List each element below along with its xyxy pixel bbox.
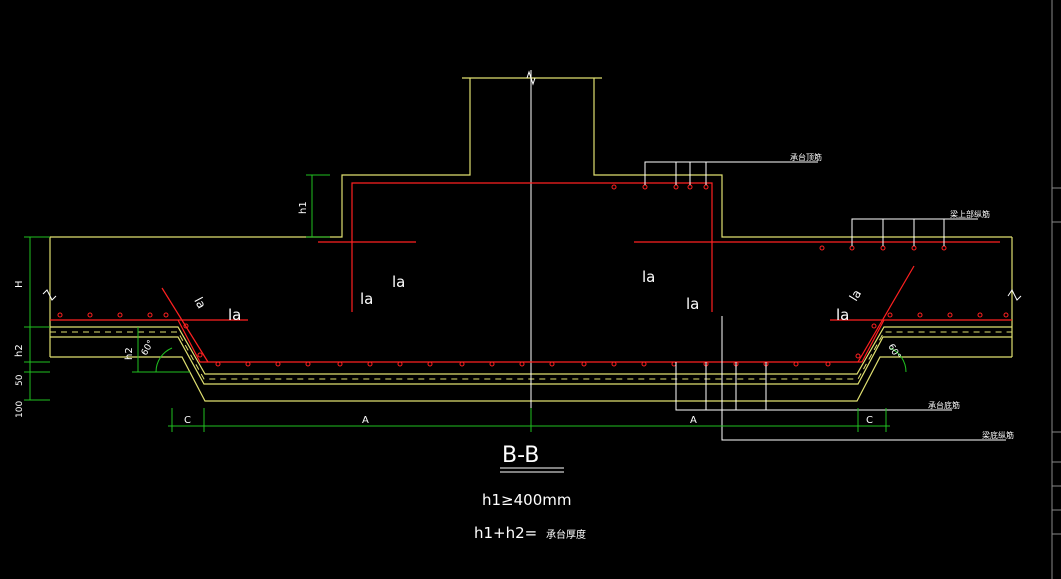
dim-h1: h1 (298, 201, 309, 214)
anchorage-label: la (392, 273, 405, 291)
dim-C-left: C (184, 415, 191, 426)
dim-h2-inner: h2 (124, 347, 135, 360)
anchorage-label: la (642, 268, 655, 286)
dim-100: 100 (15, 401, 25, 418)
note-h1: h1≥400mm (482, 491, 571, 509)
rebar-lines (50, 182, 1012, 363)
dim-C-right: C (866, 415, 873, 426)
leader-bottom-2: 梁底纵筋 (982, 430, 1014, 440)
leader-top-right: 承台顶筋 (790, 152, 822, 162)
drawing-text: B-B h1≥400mm h1+h2= 承台厚度 la la la la la … (14, 152, 1014, 542)
anchorage-label: la (360, 290, 373, 308)
note-h1h2: h1+h2= (474, 524, 537, 542)
dim-h2: h2 (14, 344, 25, 357)
dim-50: 50 (15, 374, 25, 386)
right-edge-panel (1051, 0, 1061, 579)
anchorage-label: la (686, 295, 699, 313)
leader-bottom-1: 承台底筋 (928, 400, 960, 410)
leader-lines (644, 161, 1006, 441)
dim-A-left: A (362, 415, 369, 426)
anchorage-label: la (228, 306, 241, 324)
dim-H: H (14, 280, 25, 288)
note-h1h2-suffix: 承台厚度 (546, 528, 586, 541)
section-title: B-B (502, 443, 539, 468)
anchorage-label: la (836, 306, 849, 324)
dimension-lines (24, 174, 907, 432)
dim-A-right: A (690, 415, 697, 426)
title-underline (500, 467, 564, 473)
leader-mid-right: 梁上部纵筋 (950, 209, 990, 219)
